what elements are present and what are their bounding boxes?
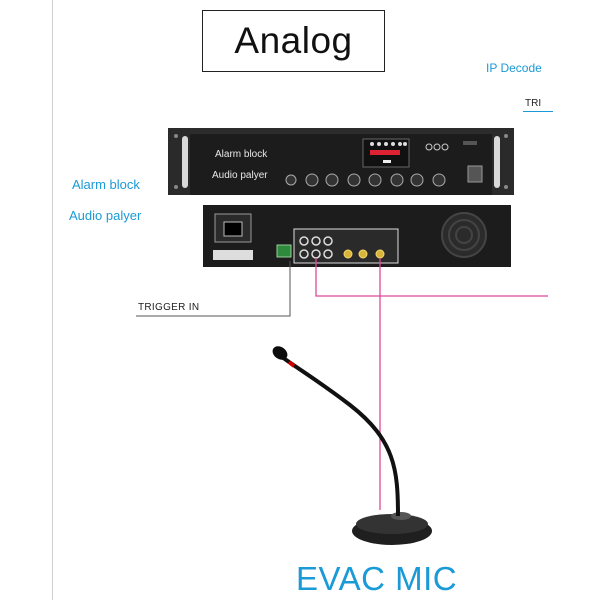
ip-decoder-label: IP Decode: [486, 61, 542, 75]
alarm-block-label: Alarm block: [72, 177, 140, 192]
audio-player-label: Audio palyer: [69, 208, 142, 223]
audio-out-cable: [315, 258, 548, 297]
trigger-in-label: TRIGGER IN: [138, 302, 200, 313]
trigger-underline-right: [523, 111, 553, 112]
left-margin-rule: [52, 0, 53, 600]
gooseneck-microphone-icon: [272, 346, 432, 545]
front-audio-player-label: Audio palyer: [212, 170, 268, 181]
device-rear-panel: [203, 205, 511, 267]
page-title: Analog: [202, 10, 385, 72]
trigger-label-right: TRI: [525, 98, 542, 109]
trigger-in-cable: [136, 261, 291, 317]
front-alarm-block-label: Alarm block: [215, 149, 268, 160]
device-front-panel: [168, 128, 514, 195]
evac-mic-label: EVAC MIC: [296, 560, 458, 597]
